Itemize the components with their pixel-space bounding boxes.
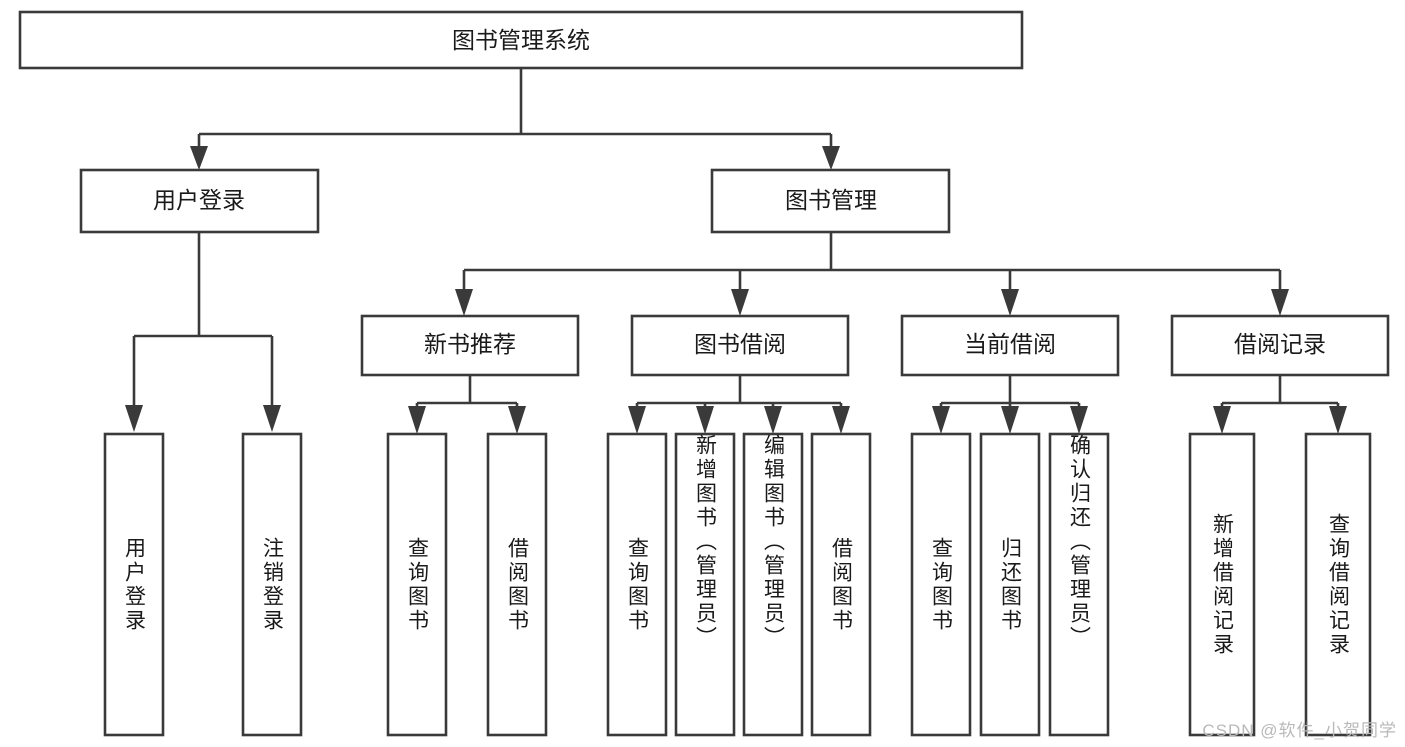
arrow-head-borrow-record-leaf-2 (1329, 406, 1347, 434)
arrow-head-current-borrow-leaf-3 (1070, 406, 1088, 434)
node-borrow-record-label: 借阅记录 (1234, 331, 1326, 357)
node-new-book-recommend[interactable]: 新书推荐 (360, 314, 580, 377)
arrow-head-user-login-leaf-2 (263, 405, 281, 432)
node-current-borrow-label: 当前借阅 (964, 331, 1056, 357)
node-current-borrow[interactable]: 当前借阅 (900, 314, 1120, 377)
arrow-head-to-user-login (190, 146, 208, 170)
arrow-head-to-book-manage (822, 146, 840, 170)
node-user-login-box[interactable] (79, 168, 320, 234)
arrow-head-user-login-leaf-1 (125, 405, 143, 432)
leaf-box-book-borrow-3[interactable] (742, 432, 804, 737)
node-root-system-label: 图书管理系统 (452, 27, 590, 53)
leaf-box-new-book-2[interactable] (486, 432, 548, 737)
leaf-box-borrow-record-1[interactable] (1188, 432, 1256, 737)
node-borrow-record-box[interactable] (1170, 314, 1390, 377)
leaf-box-user-login-1[interactable] (103, 432, 165, 737)
arrow-head-book-borrow-leaf-4 (832, 406, 850, 434)
node-book-manage[interactable]: 图书管理 (710, 168, 951, 234)
arrow-head-new-book-leaf-1 (408, 406, 426, 434)
arrow-head-to-current-borrow (1001, 289, 1019, 316)
connector-root-to-level2 (190, 68, 840, 170)
leaf-box-current-borrow-1[interactable] (910, 432, 972, 737)
leaf-box-borrow-record-2[interactable] (1304, 432, 1372, 737)
node-user-login[interactable]: 用户登录 (79, 168, 320, 234)
connector-borrow-record-to-leaves (1213, 375, 1347, 434)
node-user-login-label: 用户登录 (153, 187, 245, 213)
node-new-book-recommend-label: 新书推荐 (424, 331, 516, 357)
arrow-head-to-borrow-record (1271, 289, 1289, 316)
arrow-head-book-borrow-leaf-2 (696, 406, 714, 434)
node-borrow-record[interactable]: 借阅记录 (1170, 314, 1390, 377)
arrow-head-borrow-record-leaf-1 (1213, 406, 1231, 434)
arrow-head-book-borrow-leaf-3 (764, 406, 782, 434)
connector-new-book-to-leaves (408, 375, 526, 434)
leaf-box-user-login-2[interactable] (241, 432, 303, 737)
arrow-head-to-new-book (455, 289, 473, 316)
node-book-borrow[interactable]: 图书借阅 (630, 314, 850, 377)
arrow-head-new-book-leaf-2 (508, 406, 526, 434)
node-book-manage-box[interactable] (710, 168, 951, 234)
connector-user-login-to-leaves (125, 232, 281, 432)
node-book-borrow-box[interactable] (630, 314, 850, 377)
leaf-box-book-borrow-2[interactable] (674, 432, 736, 737)
connector-book-manage-to-level3 (455, 232, 1289, 316)
arrow-head-current-borrow-leaf-2 (1001, 406, 1019, 434)
node-new-book-recommend-box[interactable] (360, 314, 580, 377)
arrow-head-current-borrow-leaf-1 (932, 406, 950, 434)
arrow-head-book-borrow-leaf-1 (628, 406, 646, 434)
connector-current-borrow-to-leaves (932, 375, 1088, 434)
leaf-box-current-borrow-2[interactable] (979, 432, 1041, 737)
leaf-box-book-borrow-1[interactable] (606, 432, 668, 737)
node-book-borrow-label: 图书借阅 (694, 331, 786, 357)
node-root-system-box[interactable] (18, 10, 1024, 70)
watermark-text: CSDN @软件_小贺同学 (1202, 721, 1397, 740)
node-root-system[interactable]: 图书管理系统 (18, 10, 1024, 70)
leaf-box-new-book-1[interactable] (386, 432, 448, 737)
arrow-head-to-book-borrow (731, 289, 749, 316)
node-book-manage-label: 图书管理 (785, 187, 877, 213)
node-current-borrow-box[interactable] (900, 314, 1120, 377)
connector-book-borrow-to-leaves (628, 375, 850, 434)
leaf-box-current-borrow-3[interactable] (1048, 432, 1110, 737)
leaf-box-book-borrow-4[interactable] (810, 432, 872, 737)
